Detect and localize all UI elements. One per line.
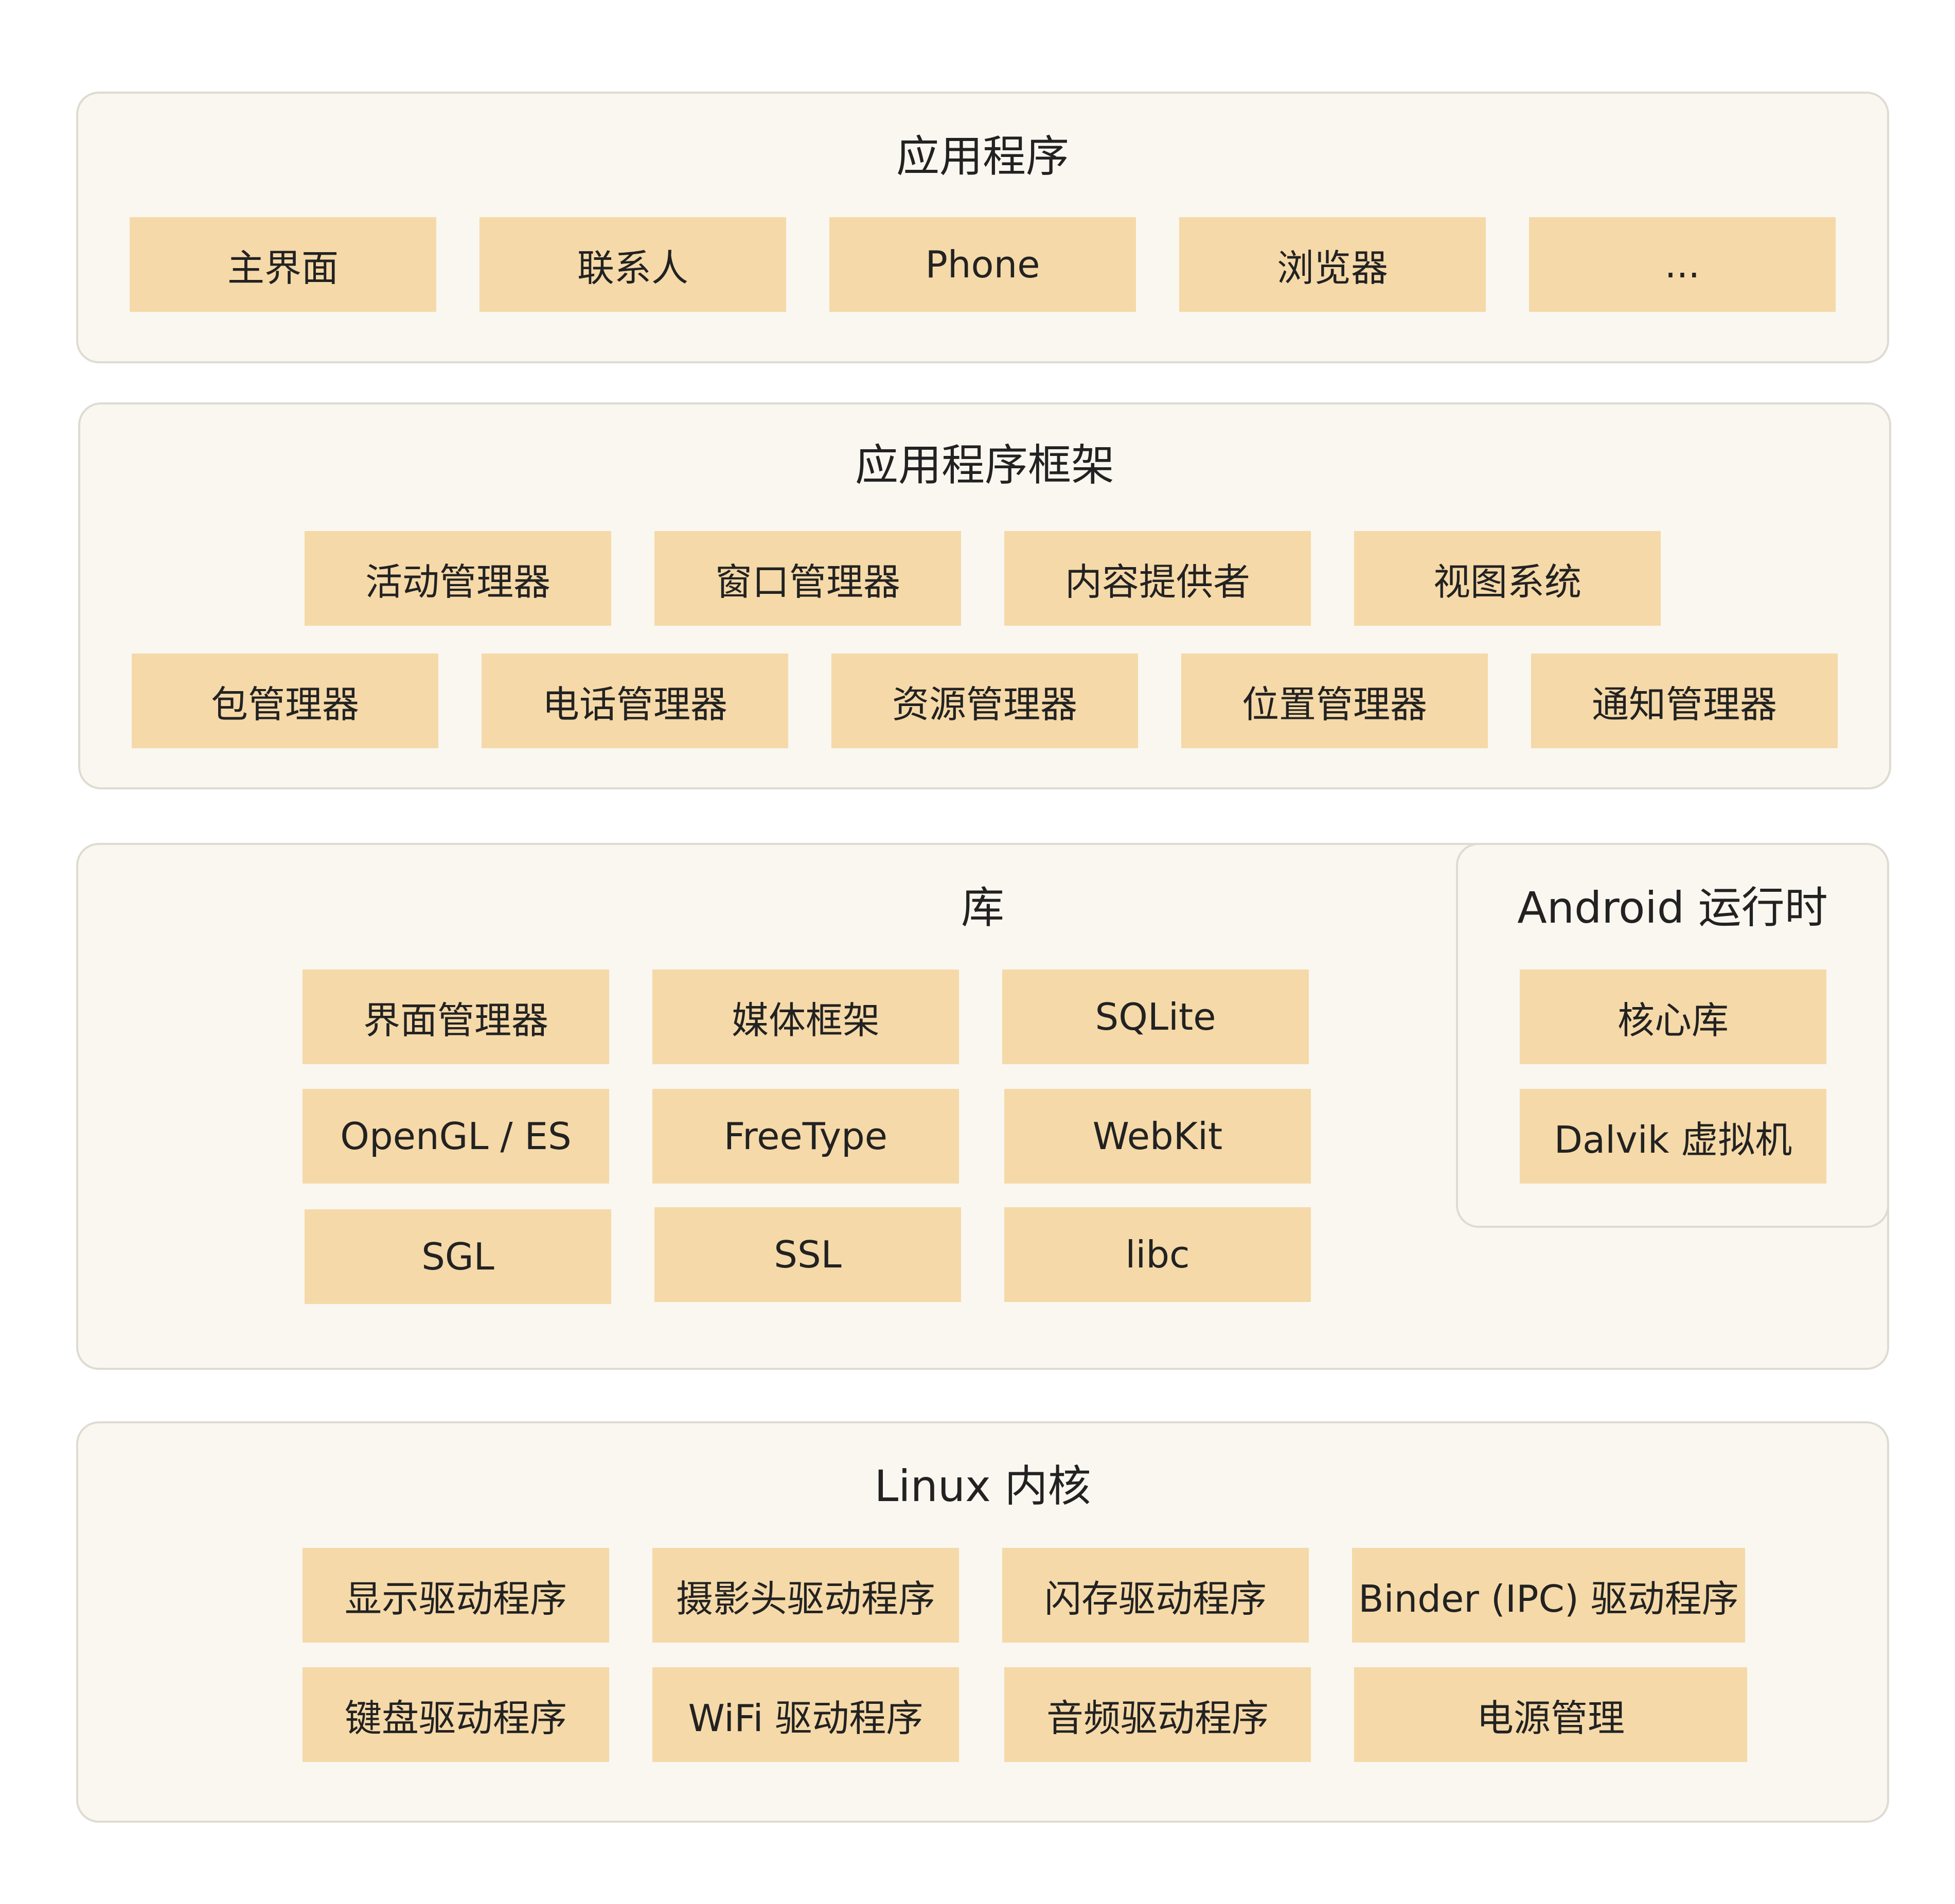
framework-layer: 应用程序框架 活动管理器 窗口管理器 内容提供者 视图系统 包管理器 电话管理器… <box>78 402 1891 789</box>
library-opengl-es: OpenGL / ES <box>303 1089 609 1184</box>
kernel-camera-driver: 摄影头驱动程序 <box>652 1548 959 1643</box>
app-contacts: 联系人 <box>479 217 786 312</box>
framework-location-manager: 位置管理器 <box>1181 654 1488 748</box>
kernel-audio-driver: 音频驱动程序 <box>1004 1667 1311 1762</box>
kernel-keyboard-driver: 键盘驱动程序 <box>303 1667 609 1762</box>
kernel-flash-driver: 闪存驱动程序 <box>1002 1548 1309 1643</box>
library-freetype: FreeType <box>652 1089 959 1184</box>
kernel-wifi-driver: WiFi 驱动程序 <box>652 1667 959 1762</box>
kernel-power-management: 电源管理 <box>1354 1667 1747 1762</box>
linux-kernel-layer: Linux 内核 显示驱动程序 摄影头驱动程序 闪存驱动程序 Binder (I… <box>76 1421 1889 1823</box>
library-libc: libc <box>1004 1207 1311 1302</box>
library-media-framework: 媒体框架 <box>652 969 959 1064</box>
framework-window-manager: 窗口管理器 <box>654 531 961 626</box>
app-browser: 浏览器 <box>1179 217 1486 312</box>
library-sgl: SGL <box>305 1209 611 1304</box>
library-surface-manager: 界面管理器 <box>303 969 609 1064</box>
kernel-binder-ipc-driver: Binder (IPC) 驱动程序 <box>1352 1548 1745 1643</box>
library-sqlite: SQLite <box>1002 969 1309 1064</box>
applications-layer-title: 应用程序 <box>896 131 1069 182</box>
framework-package-manager: 包管理器 <box>132 654 438 748</box>
framework-activity-manager: 活动管理器 <box>305 531 611 626</box>
framework-content-providers: 内容提供者 <box>1004 531 1311 626</box>
libraries-layer-title: 库 <box>961 883 1004 933</box>
framework-view-system: 视图系统 <box>1354 531 1661 626</box>
framework-resource-manager: 资源管理器 <box>831 654 1138 748</box>
kernel-display-driver: 显示驱动程序 <box>303 1548 609 1643</box>
runtime-core-libraries: 核心库 <box>1520 969 1826 1064</box>
app-home: 主界面 <box>130 217 436 312</box>
app-phone: Phone <box>829 217 1136 312</box>
linux-kernel-layer-title: Linux 内核 <box>874 1461 1091 1511</box>
runtime-dalvik-vm: Dalvik 虚拟机 <box>1520 1089 1826 1184</box>
framework-layer-title: 应用程序框架 <box>855 440 1114 490</box>
library-ssl: SSL <box>654 1207 961 1302</box>
applications-layer: 应用程序 主界面 联系人 Phone 浏览器 ... <box>76 92 1889 363</box>
framework-telephony-manager: 电话管理器 <box>482 654 788 748</box>
app-more: ... <box>1529 217 1836 312</box>
android-runtime-panel: Android 运行时 核心库 Dalvik 虚拟机 <box>1456 843 1889 1228</box>
framework-notification-manager: 通知管理器 <box>1531 654 1838 748</box>
android-runtime-title: Android 运行时 <box>1517 883 1828 933</box>
library-webkit: WebKit <box>1004 1089 1311 1184</box>
